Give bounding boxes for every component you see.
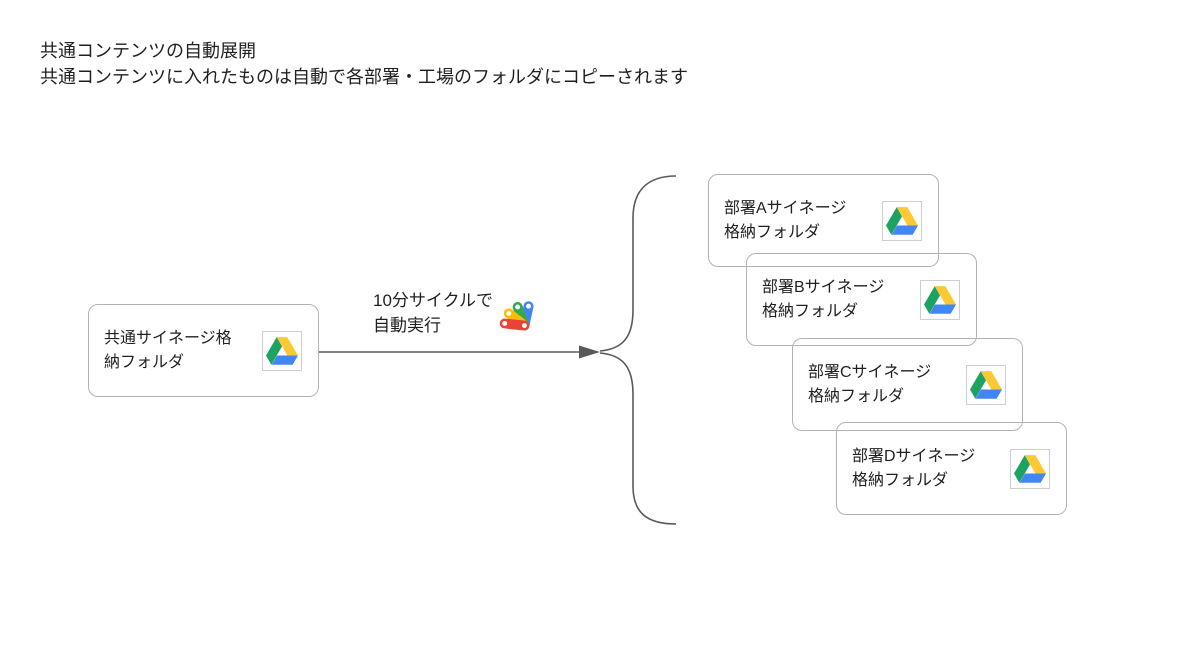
source-folder-label: 共通サイネージ格 納フォルダ (104, 327, 252, 375)
target-folder-c-label-line2: 格納フォルダ (808, 387, 905, 405)
source-folder-label-line1: 共通サイネージ格 (104, 329, 232, 347)
source-folder-label-line2: 納フォルダ (104, 353, 185, 371)
source-folder-node: 共通サイネージ格 納フォルダ (88, 304, 319, 397)
apps-script-icon (499, 301, 534, 331)
target-folder-c-label-line1: 部署Cサイネージ (808, 363, 932, 381)
process-label: 10分サイクルで 自動実行 (373, 288, 493, 338)
target-folder-a-label: 部署Aサイネージ 格納フォルダ (724, 197, 872, 245)
target-folder-c-label: 部署Cサイネージ 格納フォルダ (808, 361, 956, 409)
target-folder-node-b: 部署Bサイネージ 格納フォルダ (746, 253, 977, 346)
target-folder-b-label-line2: 格納フォルダ (762, 302, 859, 320)
google-drive-icon (262, 330, 302, 371)
title-line-1: 共通コンテンツの自動展開 (40, 41, 256, 61)
process-label-line1: 10分サイクルで (373, 291, 494, 310)
google-drive-icon (966, 364, 1006, 405)
diagram-title: 共通コンテンツの自動展開 共通コンテンツに入れたものは自動で各部署・工場のフォル… (40, 38, 688, 90)
arrowhead-icon (579, 345, 600, 359)
google-drive-icon (924, 285, 956, 314)
target-folder-node-c: 部署Cサイネージ 格納フォルダ (792, 338, 1023, 431)
google-drive-icon (886, 206, 918, 235)
process-annotation: 10分サイクルで 自動実行 (373, 288, 537, 338)
fork-bottom-curve (599, 352, 677, 525)
google-drive-icon (266, 336, 298, 365)
target-folder-d-label-line2: 格納フォルダ (852, 471, 949, 489)
target-folder-node-d: 部署Dサイネージ 格納フォルダ (836, 422, 1067, 515)
google-drive-icon (970, 370, 1002, 399)
target-folder-node-a: 部署Aサイネージ 格納フォルダ (708, 174, 939, 267)
target-folder-b-label-line1: 部署Bサイネージ (762, 278, 885, 296)
google-drive-icon (1014, 454, 1046, 483)
google-drive-icon (1010, 448, 1050, 489)
target-folder-d-label-line1: 部署Dサイネージ (852, 447, 976, 465)
target-folder-a-label-line1: 部署Aサイネージ (724, 199, 847, 217)
fork-top-curve (599, 175, 677, 352)
google-drive-icon (882, 200, 922, 241)
target-folder-d-label: 部署Dサイネージ 格納フォルダ (852, 445, 1000, 493)
target-folder-a-label-line2: 格納フォルダ (724, 223, 821, 241)
process-label-line2: 自動実行 (373, 316, 441, 335)
target-folder-b-label: 部署Bサイネージ 格納フォルダ (762, 276, 910, 324)
google-drive-icon (920, 279, 960, 320)
title-line-2: 共通コンテンツに入れたものは自動で各部署・工場のフォルダにコピーされます (40, 67, 688, 87)
